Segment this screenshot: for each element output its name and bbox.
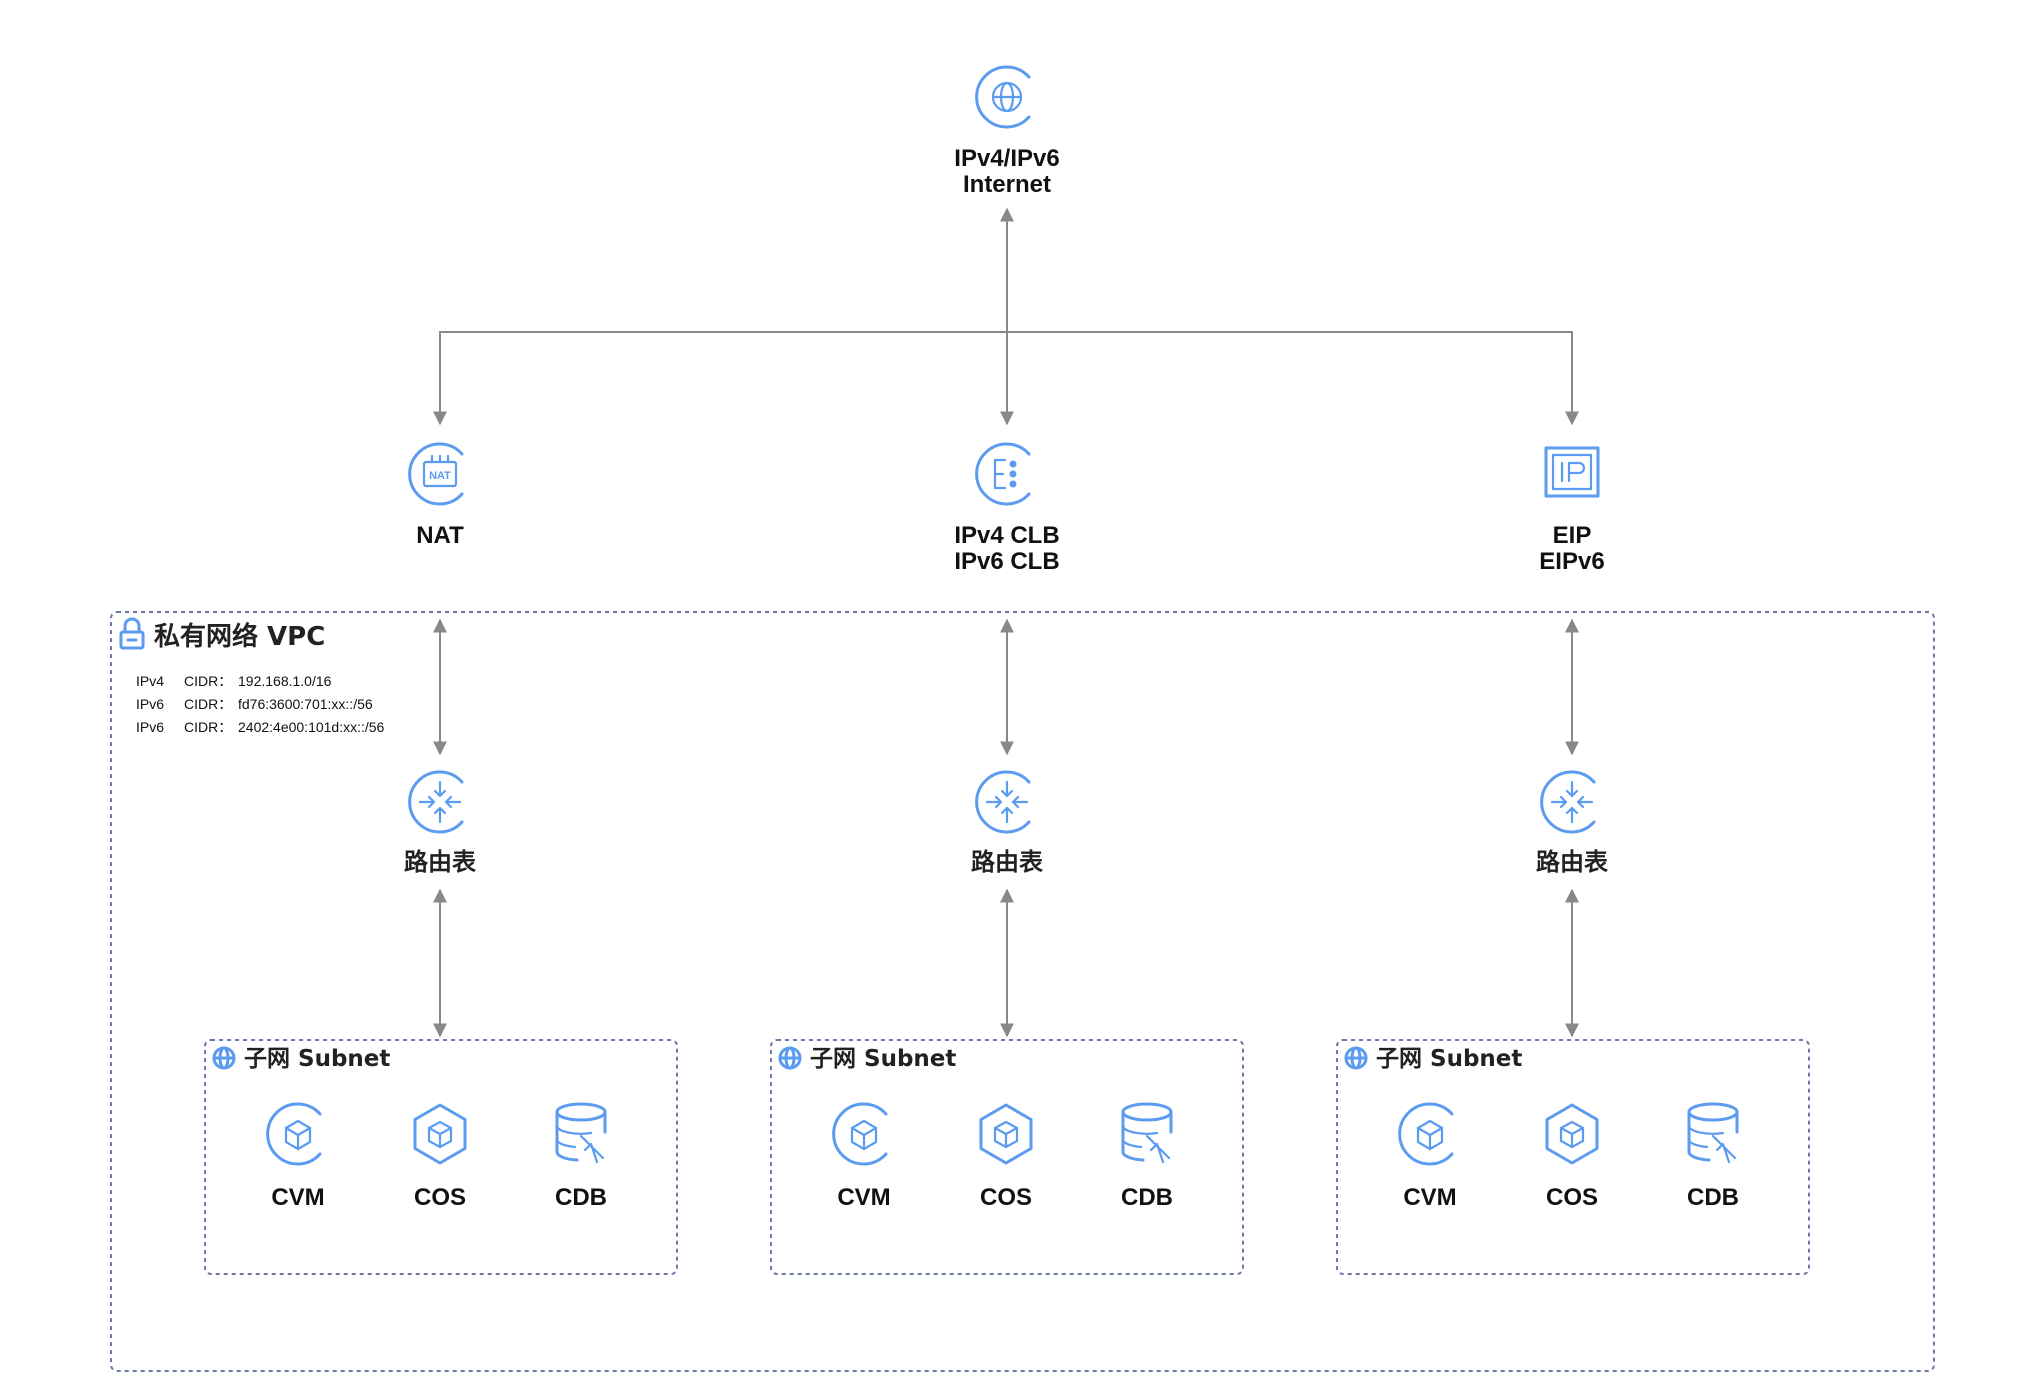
cidr-ipv4-value: 192.168.1.0/16 [238, 673, 332, 689]
eip-label-2: EIPv6 [1539, 548, 1604, 575]
eip-node: EIP EIPv6 [1539, 446, 1605, 575]
service-label-cos: COS [1546, 1184, 1598, 1211]
eip-label-1: EIP [1553, 522, 1592, 549]
globe-icon [975, 65, 1031, 129]
subnet-title: 子网 Subnet [1376, 1046, 1522, 1072]
internet-bus-connector [439, 331, 1573, 424]
internet-node: IPv4/IPv6 Internet [954, 65, 1060, 198]
lock-icon [119, 617, 145, 650]
service-label-cvm: CVM [1403, 1184, 1456, 1211]
route-table-label: 路由表 [404, 848, 477, 876]
service-label-cvm: CVM [271, 1184, 324, 1211]
cvm-icon [266, 1102, 322, 1166]
subnet-globe-icon [1344, 1046, 1368, 1070]
cidr-ipv6-2-value: 2402:4e00:101d:xx::/56 [238, 719, 385, 735]
route-table-node-3: 路由表 [1536, 770, 1609, 876]
service-label-cdb: CDB [1687, 1184, 1739, 1211]
nat-label: NAT [416, 522, 464, 549]
subnet-title: 子网 Subnet [244, 1046, 390, 1072]
cdb-icon [555, 1102, 607, 1164]
route-table-node-2: 路由表 [971, 770, 1044, 876]
subnet-2: 子网 Subnet CVM COS CDB [778, 1046, 1173, 1211]
cidr-ipv6-1-label: IPv6 [136, 696, 164, 712]
service-label-cdb: CDB [555, 1184, 607, 1211]
subnet-boundary-1 [204, 1039, 678, 1275]
clb-node: IPv4 CLB IPv6 CLB [954, 442, 1060, 575]
router-icon [975, 770, 1031, 834]
vpc-header: 私有网络 VPC [119, 617, 325, 652]
cdb-icon [1687, 1102, 1739, 1164]
vpc-cidr-list: IPv4 CIDR： 192.168.1.0/16 IPv6 CIDR： fd7… [136, 673, 385, 735]
cdb-icon [1121, 1102, 1173, 1164]
route-table-label: 路由表 [971, 848, 1044, 876]
subnet-1: 子网 Subnet CVM COS CDB [212, 1046, 607, 1211]
service-label-cos: COS [980, 1184, 1032, 1211]
service-label-cos: COS [414, 1184, 466, 1211]
nat-gateway-icon [408, 442, 464, 506]
cvm-icon [832, 1102, 888, 1166]
subnet-boundary-2 [770, 1039, 1244, 1275]
service-label-cdb: CDB [1121, 1184, 1173, 1211]
subnet-boundary-3 [1336, 1039, 1810, 1275]
subnet-title: 子网 Subnet [810, 1046, 956, 1072]
cvm-icon [1398, 1102, 1454, 1166]
cos-icon [1545, 1103, 1599, 1165]
vpc-boundary [110, 611, 1935, 1372]
cidr-ipv4-key: CIDR： [184, 673, 232, 689]
subnet-globe-icon [212, 1046, 236, 1070]
cidr-ipv6-1-key: CIDR： [184, 696, 232, 712]
cidr-ipv6-1-value: fd76:3600:701:xx::/56 [238, 696, 373, 712]
route-table-label: 路由表 [1536, 848, 1609, 876]
internet-label-2: Internet [963, 171, 1051, 198]
nat-gateway-node: NAT [408, 442, 464, 549]
service-label-cvm: CVM [837, 1184, 890, 1211]
cidr-ipv6-2-key: CIDR： [184, 719, 232, 735]
clb-label-2: IPv6 CLB [954, 548, 1059, 575]
subnet-globe-icon [778, 1046, 802, 1070]
router-icon [408, 770, 464, 834]
ip-icon [1544, 446, 1600, 498]
vpc-title: 私有网络 VPC [154, 621, 325, 652]
router-icon [1540, 770, 1596, 834]
subnet-3: 子网 Subnet CVM COS CDB [1344, 1046, 1739, 1211]
internet-label-1: IPv4/IPv6 [954, 145, 1059, 172]
route-table-node-1: 路由表 [404, 770, 477, 876]
cos-icon [413, 1103, 467, 1165]
cidr-ipv4-label: IPv4 [136, 673, 164, 689]
load-balancer-icon [975, 442, 1031, 506]
cos-icon [979, 1103, 1033, 1165]
clb-label-1: IPv4 CLB [954, 522, 1059, 549]
cidr-ipv6-2-label: IPv6 [136, 719, 164, 735]
